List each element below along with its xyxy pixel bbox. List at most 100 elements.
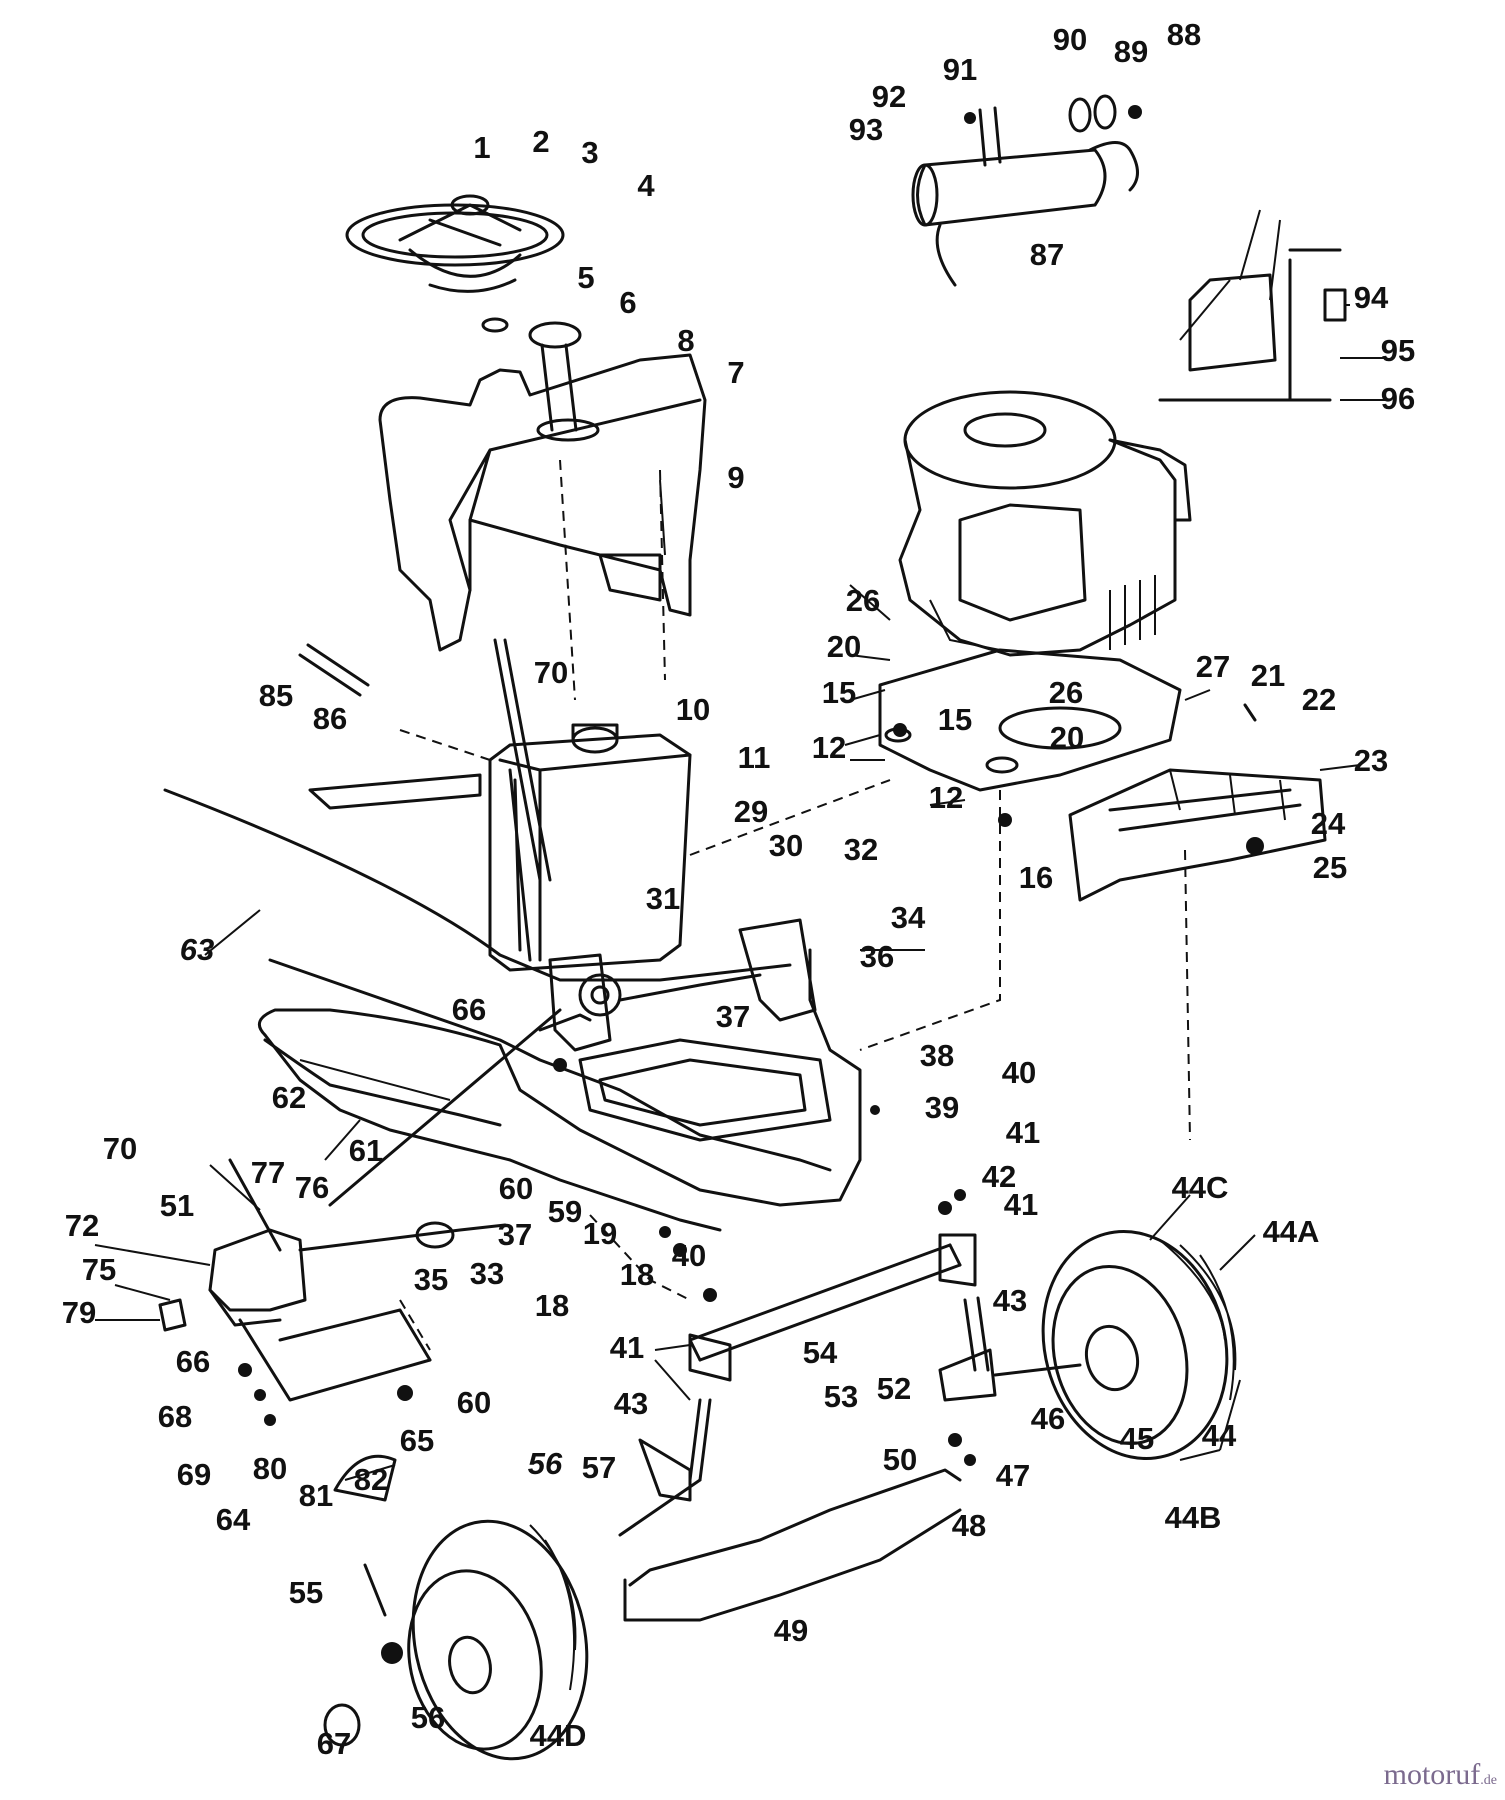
part-label-47: 47 (996, 1458, 1030, 1493)
main-frame (163, 773, 862, 1232)
part-label-53: 53 (824, 1379, 858, 1414)
part-label-62: 62 (272, 1080, 306, 1115)
part-label-81: 81 (299, 1478, 333, 1513)
part-label-20: 20 (1050, 720, 1084, 755)
part-label-42: 42 (982, 1159, 1016, 1194)
part-label-12: 12 (929, 780, 963, 815)
part-label-2: 2 (532, 124, 549, 159)
part-label-25: 25 (1313, 850, 1347, 885)
part-label-27: 27 (1196, 649, 1230, 684)
part-label-72: 72 (65, 1208, 99, 1243)
axle-support (1068, 768, 1327, 902)
part-label-60: 60 (457, 1385, 491, 1420)
part-label-41: 41 (1004, 1187, 1038, 1222)
part-label-7: 7 (727, 355, 744, 390)
sector-gear (333, 1385, 413, 1502)
part-label-37: 37 (716, 999, 750, 1034)
part-label-70: 70 (534, 655, 568, 690)
part-label-48: 48 (952, 1508, 986, 1543)
right-wheel (1041, 1230, 1237, 1460)
part-label-44D: 44D (530, 1718, 587, 1753)
part-label-65: 65 (400, 1423, 434, 1458)
part-label-15: 15 (938, 702, 972, 737)
part-label-24: 24 (1311, 806, 1346, 841)
part-label-67: 67 (317, 1726, 351, 1761)
part-label-79: 79 (62, 1295, 96, 1330)
part-label-3: 3 (581, 135, 598, 170)
part-label-82: 82 (354, 1462, 388, 1497)
part-label-43: 43 (614, 1386, 648, 1421)
part-label-63: 63 (180, 932, 214, 967)
hardware (298, 643, 1264, 1747)
part-label-15: 15 (822, 675, 856, 710)
assembly-lines (399, 729, 1191, 1351)
part-label-16: 16 (1019, 860, 1053, 895)
part-label-91: 91 (943, 52, 977, 87)
left-wheel (407, 1519, 589, 1761)
part-label-66: 66 (452, 992, 486, 1027)
part-label-26: 26 (1049, 675, 1083, 710)
part-label-66: 66 (176, 1344, 210, 1379)
part-label-44A: 44A (1263, 1214, 1320, 1249)
part-label-55: 55 (289, 1575, 323, 1610)
part-label-92: 92 (872, 79, 906, 114)
dash-housing (378, 353, 707, 701)
part-label-23: 23 (1354, 743, 1388, 778)
part-label-90: 90 (1053, 22, 1087, 57)
switch-inset (1158, 209, 1347, 402)
part-label-76: 76 (295, 1170, 329, 1205)
steering-shaft (481, 317, 600, 442)
rear-bracket (738, 918, 817, 1022)
part-label-69: 69 (177, 1457, 211, 1492)
part-label-56: 56 (528, 1446, 563, 1481)
part-label-94: 94 (1354, 280, 1389, 315)
part-label-41: 41 (1006, 1115, 1040, 1150)
part-label-46: 46 (1031, 1401, 1065, 1436)
part-label-30: 30 (769, 828, 803, 863)
part-label-37: 37 (498, 1217, 532, 1252)
part-label-51: 51 (160, 1188, 194, 1223)
part-label-8: 8 (677, 323, 694, 358)
steering-wheel (345, 194, 565, 293)
part-label-64: 64 (216, 1502, 251, 1537)
part-label-31: 31 (646, 881, 680, 916)
part-label-19: 19 (583, 1216, 617, 1251)
part-label-50: 50 (883, 1442, 917, 1477)
part-label-38: 38 (920, 1038, 954, 1073)
part-label-29: 29 (734, 794, 768, 829)
part-label-95: 95 (1381, 333, 1415, 368)
part-label-70: 70 (103, 1131, 137, 1166)
muffler (911, 94, 1142, 287)
part-label-88: 88 (1167, 17, 1201, 52)
engine (898, 390, 1192, 657)
part-label-21: 21 (1251, 658, 1285, 693)
part-label-5: 5 (577, 260, 594, 295)
part-label-22: 22 (1302, 682, 1336, 717)
part-label-59: 59 (548, 1194, 582, 1229)
part-label-75: 75 (82, 1252, 116, 1287)
part-label-41: 41 (610, 1330, 644, 1365)
part-label-68: 68 (158, 1399, 192, 1434)
part-label-44C: 44C (1172, 1170, 1229, 1205)
part-label-18: 18 (620, 1257, 654, 1292)
part-label-36: 36 (860, 939, 894, 974)
steering-bracket (548, 953, 762, 1052)
watermark-text: motoruf (1383, 1758, 1481, 1791)
part-label-44B: 44B (1165, 1500, 1222, 1535)
part-label-80: 80 (253, 1451, 287, 1486)
part-label-1: 1 (473, 130, 490, 165)
part-label-32: 32 (844, 832, 878, 867)
part-label-40: 40 (1002, 1055, 1036, 1090)
part-label-85: 85 (259, 678, 293, 713)
watermark-suffix: .de (1480, 1773, 1497, 1788)
part-label-43: 43 (993, 1283, 1027, 1318)
part-label-40: 40 (672, 1238, 706, 1273)
front-axle (688, 1233, 977, 1382)
engine-plate (878, 648, 1182, 792)
part-label-87: 87 (1030, 237, 1064, 272)
part-label-57: 57 (582, 1450, 616, 1485)
part-label-61: 61 (349, 1133, 383, 1168)
part-label-60: 60 (499, 1171, 533, 1206)
part-label-77: 77 (251, 1155, 285, 1190)
